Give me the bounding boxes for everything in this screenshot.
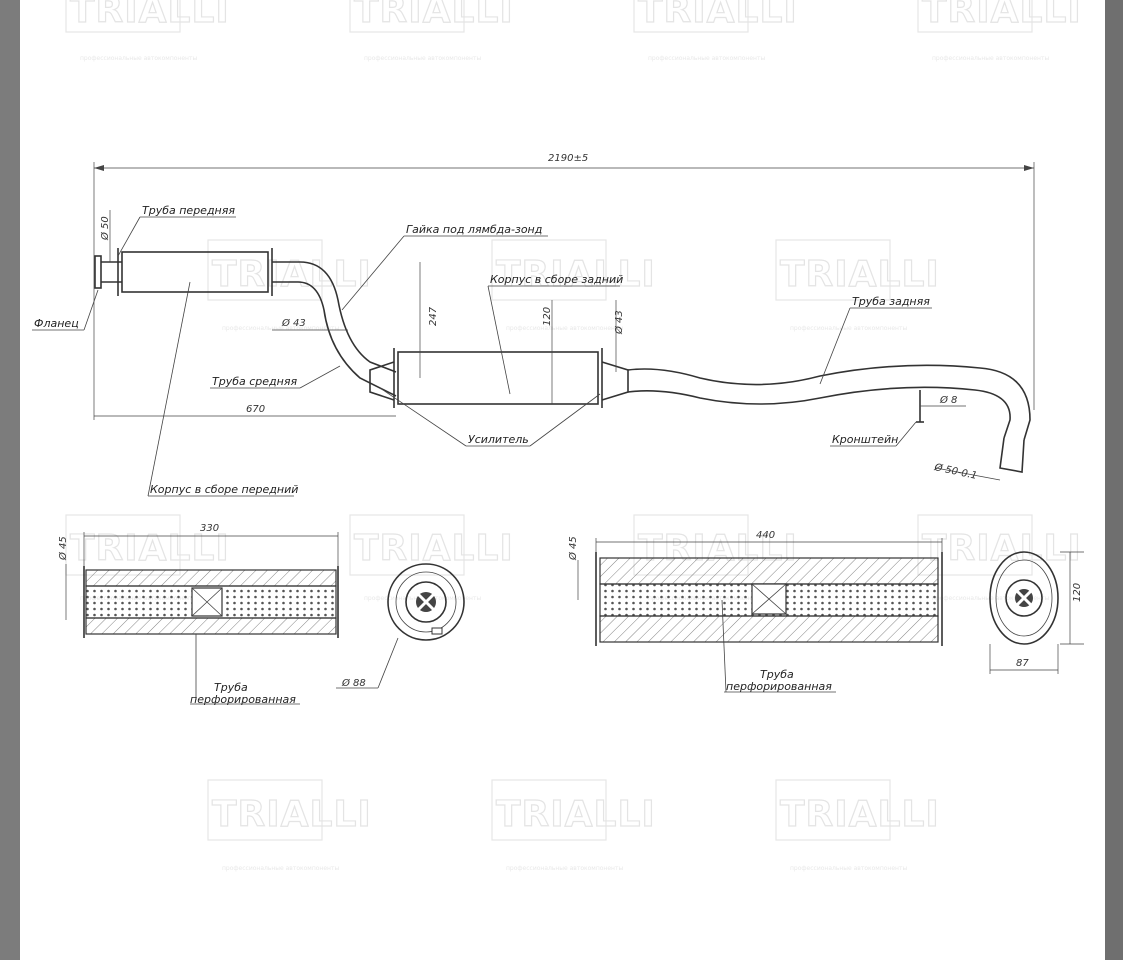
front-section-label-2: перфорированная xyxy=(190,693,296,706)
rear-section-label-2: перфорированная xyxy=(726,680,832,693)
exhaust-drawing: TRIALLI профессиональные автокомпоненты T… xyxy=(32,0,1084,872)
exhaust-assembly xyxy=(94,248,1031,473)
front-section-inner-diameter-text: Ø 45 xyxy=(57,536,69,561)
tailpipe-diameter-text: Ø 50-0.1 xyxy=(932,461,978,482)
label-middle-pipe: Труба средняя xyxy=(212,375,297,388)
svg-text:профессиональные автокомпонент: профессиональные автокомпоненты xyxy=(222,325,339,332)
rear-section-inner-diameter-text: Ø 45 xyxy=(567,536,579,561)
rear-section-view: 440 Ø 45 120 xyxy=(567,530,1084,693)
svg-text:профессиональные автокомпонент: профессиональные автокомпоненты xyxy=(648,55,765,62)
tailpipe-shape xyxy=(999,437,1025,473)
middle-pipe-diameter-text: Ø 43 xyxy=(281,317,306,329)
svg-text:профессиональные автокомпонент: профессиональные автокомпоненты xyxy=(790,325,907,332)
label-bracket: Кронштейн xyxy=(832,433,898,446)
front-body-shape xyxy=(121,251,269,293)
front-section-length-text: 670 xyxy=(246,404,265,415)
front-section-label-1: Труба xyxy=(214,681,248,694)
svg-text:профессиональные автокомпонент: профессиональные автокомпоненты xyxy=(790,865,907,872)
label-flange: Фланец xyxy=(34,317,79,330)
svg-text:профессиональные автокомпонент: профессиональные автокомпоненты xyxy=(932,55,1049,62)
main-dimensions: Ø 50 Ø 43 247 120 Ø 43 670 Ø 8 Ø 50-0.1 xyxy=(94,210,1001,482)
watermark: TRIALLI профессиональные автокомпоненты xyxy=(491,779,656,872)
label-lambda-nut: Гайка под лямбда-зонд xyxy=(406,223,542,236)
svg-text:TRIALLI: TRIALLI xyxy=(780,794,940,835)
svg-text:TRIALLI: TRIALLI xyxy=(638,0,798,31)
label-rear-body: Корпус в сборе задний xyxy=(490,273,623,286)
rear-inlet-diameter-text: Ø 43 xyxy=(613,310,625,335)
rear-section-label-1: Труба xyxy=(760,668,794,681)
front-section-outer-diameter-text: Ø 88 xyxy=(341,677,366,689)
svg-text:TRIALLI: TRIALLI xyxy=(212,794,372,835)
label-front-body: Корпус в сборе передний xyxy=(150,483,298,496)
svg-text:TRIALLI: TRIALLI xyxy=(70,528,230,569)
svg-text:TRIALLI: TRIALLI xyxy=(780,254,940,295)
rear-pipe-upper xyxy=(627,364,1031,441)
middle-pipe-upper xyxy=(272,261,397,373)
part-labels: Труба передняя Фланец Гайка под лямбда-з… xyxy=(32,204,932,497)
overall-length-dimension: 2190±5 xyxy=(93,153,1035,420)
middle-pipe-lower xyxy=(272,281,397,397)
svg-text:TRIALLI: TRIALLI xyxy=(922,0,1082,31)
watermark: TRIALLI профессиональные автокомпоненты xyxy=(207,239,372,332)
svg-text:TRIALLI: TRIALLI xyxy=(354,528,514,569)
front-section-length-text: 330 xyxy=(200,523,219,534)
watermark: TRIALLI профессиональные автокомпоненты xyxy=(633,0,798,62)
rear-pipe-lower xyxy=(627,386,1011,439)
flange-shape xyxy=(94,255,102,289)
height-offset-text: 247 xyxy=(428,306,439,326)
svg-text:TRIALLI: TRIALLI xyxy=(70,0,230,31)
svg-text:TRIALLI: TRIALLI xyxy=(496,254,656,295)
label-front-pipe: Труба передняя xyxy=(142,204,235,217)
svg-text:профессиональные автокомпонент: профессиональные автокомпоненты xyxy=(80,55,197,62)
svg-text:профессиональные автокомпонент: профессиональные автокомпоненты xyxy=(222,865,339,872)
svg-text:профессиональные автокомпонент: профессиональные автокомпоненты xyxy=(506,325,623,332)
viewer-right-margin xyxy=(1105,0,1123,960)
watermark: TRIALLI профессиональные автокомпоненты xyxy=(207,779,372,872)
bracket-diameter-text: Ø 8 xyxy=(939,394,957,406)
rear-section-width-text: 87 xyxy=(1016,658,1029,669)
front-pipe-diameter-text: Ø 50 xyxy=(99,216,111,241)
label-rear-pipe: Труба задняя xyxy=(852,295,930,308)
watermark: TRIALLI профессиональные автокомпоненты xyxy=(775,779,940,872)
watermark-grid: TRIALLI профессиональные автокомпоненты T… xyxy=(65,0,1082,872)
rear-section-height-text: 120 xyxy=(1072,583,1083,602)
overall-length-text: 2190±5 xyxy=(548,153,588,164)
svg-text:TRIALLI: TRIALLI xyxy=(496,794,656,835)
watermark: TRIALLI профессиональные автокомпоненты xyxy=(491,239,656,332)
watermark: TRIALLI профессиональные автокомпоненты xyxy=(917,0,1082,62)
viewer-left-margin xyxy=(0,0,20,960)
rear-body-height-text: 120 xyxy=(542,307,553,326)
rear-section-length-text: 440 xyxy=(756,530,775,541)
watermark: TRIALLI профессиональные автокомпоненты xyxy=(775,239,940,332)
svg-text:профессиональные автокомпонент: профессиональные автокомпоненты xyxy=(506,865,623,872)
watermark: TRIALLI профессиональные автокомпоненты xyxy=(65,0,230,62)
rear-body-shape xyxy=(397,351,599,405)
svg-text:TRIALLI: TRIALLI xyxy=(212,254,372,295)
drawing-page: TRIALLI профессиональные автокомпоненты T… xyxy=(20,0,1105,960)
label-reinforcement: Усилитель xyxy=(468,433,529,446)
svg-text:TRIALLI: TRIALLI xyxy=(354,0,514,31)
front-section-view: 330 Ø 45 Труба перфорированн xyxy=(57,523,465,706)
svg-text:профессиональные автокомпонент: профессиональные автокомпоненты xyxy=(364,55,481,62)
watermark: TRIALLI профессиональные автокомпоненты xyxy=(349,0,514,62)
